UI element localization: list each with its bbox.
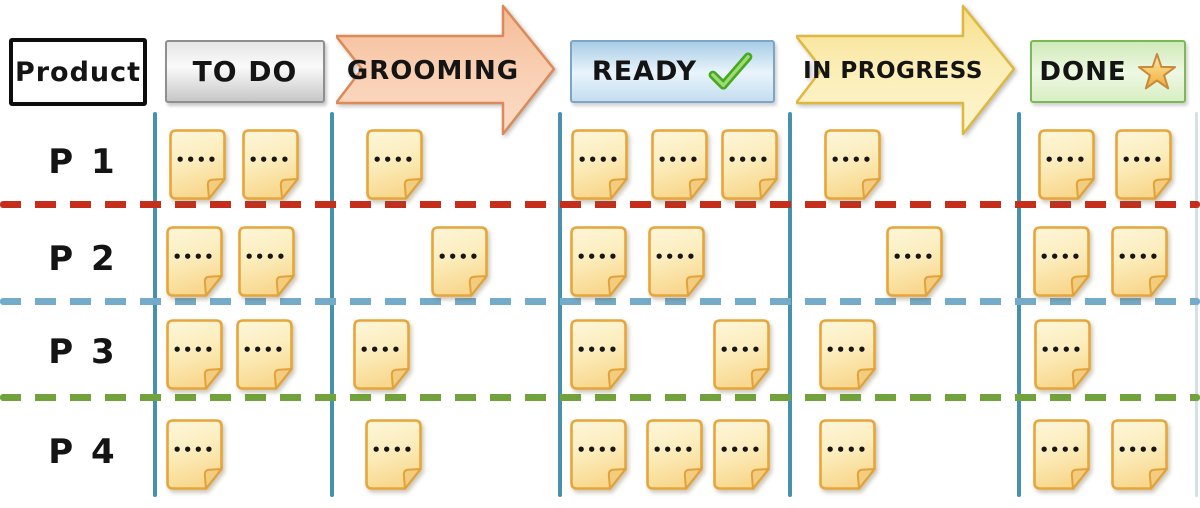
sticky-note: •••• xyxy=(236,319,293,390)
sticky-note: •••• xyxy=(353,319,410,390)
in-progress-header-label: IN PROGRESS xyxy=(803,58,983,84)
note-dots: •••• xyxy=(437,248,479,266)
sticky-note: •••• xyxy=(824,129,881,200)
note-dots: •••• xyxy=(1121,151,1163,169)
sticky-note: •••• xyxy=(242,129,299,200)
sticky-note: •••• xyxy=(1033,419,1090,490)
sticky-note: •••• xyxy=(1111,419,1168,490)
row-label: P 2 xyxy=(48,239,118,279)
note-dots: •••• xyxy=(576,341,618,359)
note-dots: •••• xyxy=(830,151,872,169)
note-dots: •••• xyxy=(372,151,414,169)
row-label: P 4 xyxy=(48,432,118,472)
note-dots: •••• xyxy=(576,248,618,266)
row-separator xyxy=(0,201,1200,208)
arrow-right-icon xyxy=(796,4,1016,136)
grooming-header-label: GROOMING xyxy=(347,56,519,86)
note-dots: •••• xyxy=(652,441,694,459)
sticky-note: •••• xyxy=(819,419,876,490)
sticky-note: •••• xyxy=(365,419,422,490)
note-dots: •••• xyxy=(654,248,696,266)
sticky-note: •••• xyxy=(1115,129,1172,200)
sticky-note: •••• xyxy=(1111,226,1168,297)
sticky-note: •••• xyxy=(238,226,295,297)
row-separator xyxy=(0,394,1200,401)
note-dots: •••• xyxy=(577,151,619,169)
note-dots: •••• xyxy=(1039,441,1081,459)
note-dots: •••• xyxy=(242,341,284,359)
sticky-note: •••• xyxy=(169,129,226,200)
note-dots: •••• xyxy=(1117,248,1159,266)
product-header-label: Product xyxy=(14,56,142,88)
sticky-note: •••• xyxy=(1034,319,1091,390)
row-separator xyxy=(0,298,1200,305)
note-dots: •••• xyxy=(657,151,699,169)
sticky-note: •••• xyxy=(166,226,223,297)
grooming-column-header: GROOMING xyxy=(336,4,556,136)
sticky-note: •••• xyxy=(713,319,770,390)
row-label: P 1 xyxy=(48,142,118,182)
note-dots: •••• xyxy=(892,248,934,266)
row-label: P 3 xyxy=(48,332,118,372)
in-progress-column-header: IN PROGRESS xyxy=(796,4,1016,136)
note-dots: •••• xyxy=(1039,248,1081,266)
ready-column-header: READY xyxy=(570,40,775,103)
star-icon xyxy=(1137,52,1176,89)
note-dots: •••• xyxy=(244,248,286,266)
sticky-note: •••• xyxy=(571,129,628,200)
note-dots: •••• xyxy=(172,341,214,359)
note-dots: •••• xyxy=(576,441,618,459)
sticky-note: •••• xyxy=(1033,226,1090,297)
note-dots: •••• xyxy=(719,441,761,459)
sticky-note: •••• xyxy=(819,319,876,390)
sticky-note: •••• xyxy=(651,129,708,200)
arrow-right-icon xyxy=(336,4,556,136)
done-header-label: DONE xyxy=(1039,56,1127,87)
sticky-note: •••• xyxy=(1038,129,1095,200)
sticky-note: •••• xyxy=(646,419,703,490)
note-dots: •••• xyxy=(175,151,217,169)
sticky-note: •••• xyxy=(431,226,488,297)
note-dots: •••• xyxy=(359,341,401,359)
note-dots: •••• xyxy=(172,441,214,459)
sticky-note: •••• xyxy=(713,419,770,490)
checkmark-icon xyxy=(708,51,753,90)
sticky-note: •••• xyxy=(570,419,627,490)
note-dots: •••• xyxy=(1040,341,1082,359)
note-dots: •••• xyxy=(1044,151,1086,169)
note-dots: •••• xyxy=(248,151,290,169)
note-dots: •••• xyxy=(371,441,413,459)
sticky-note: •••• xyxy=(570,319,627,390)
note-dots: •••• xyxy=(719,341,761,359)
note-dots: •••• xyxy=(825,441,867,459)
ready-header-label: READY xyxy=(591,56,698,87)
sticky-note: •••• xyxy=(166,319,223,390)
note-dots: •••• xyxy=(1117,441,1159,459)
sticky-note: •••• xyxy=(570,226,627,297)
note-dots: •••• xyxy=(172,248,214,266)
note-dots: •••• xyxy=(727,151,769,169)
sticky-note: •••• xyxy=(648,226,705,297)
done-column-header: DONE xyxy=(1030,40,1186,103)
product-header: Product xyxy=(9,38,147,106)
sticky-note: •••• xyxy=(166,419,223,490)
sticky-note: •••• xyxy=(366,129,423,200)
note-dots: •••• xyxy=(825,341,867,359)
todo-header-label: TO DO xyxy=(192,55,298,88)
sticky-note: •••• xyxy=(886,226,943,297)
todo-column-header: TO DO xyxy=(165,40,325,103)
sticky-note: •••• xyxy=(721,129,778,200)
